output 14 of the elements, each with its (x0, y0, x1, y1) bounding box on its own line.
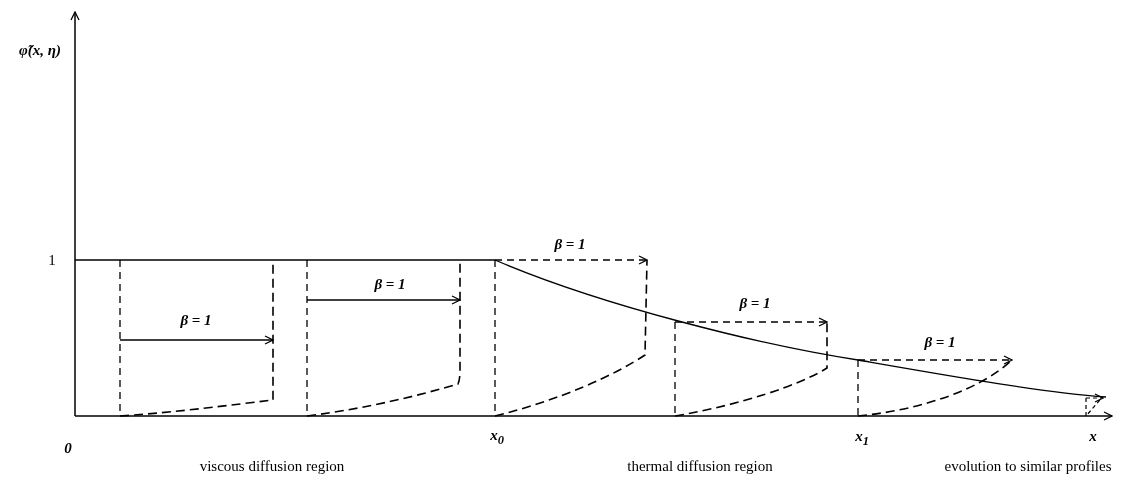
region-label: thermal diffusion region (627, 457, 773, 475)
axis-label: x (1089, 427, 1097, 445)
beta-label: β = 1 (739, 294, 771, 312)
beta-label: β = 1 (374, 275, 406, 293)
beta-label: β = 1 (554, 235, 586, 253)
region-label: viscous diffusion region (199, 457, 345, 475)
beta-label: β = 1 (180, 311, 212, 329)
tick-label: x$_{0}$ (490, 426, 504, 448)
region-label: evolution to similar profiles (944, 457, 1112, 475)
tick-label: 0 (64, 439, 72, 457)
tick-label: 1 (48, 251, 56, 269)
axis-label: φ̃(x, η) (19, 41, 61, 59)
tick-label: x$_{1}$ (855, 427, 869, 449)
beta-label: β = 1 (924, 333, 956, 351)
